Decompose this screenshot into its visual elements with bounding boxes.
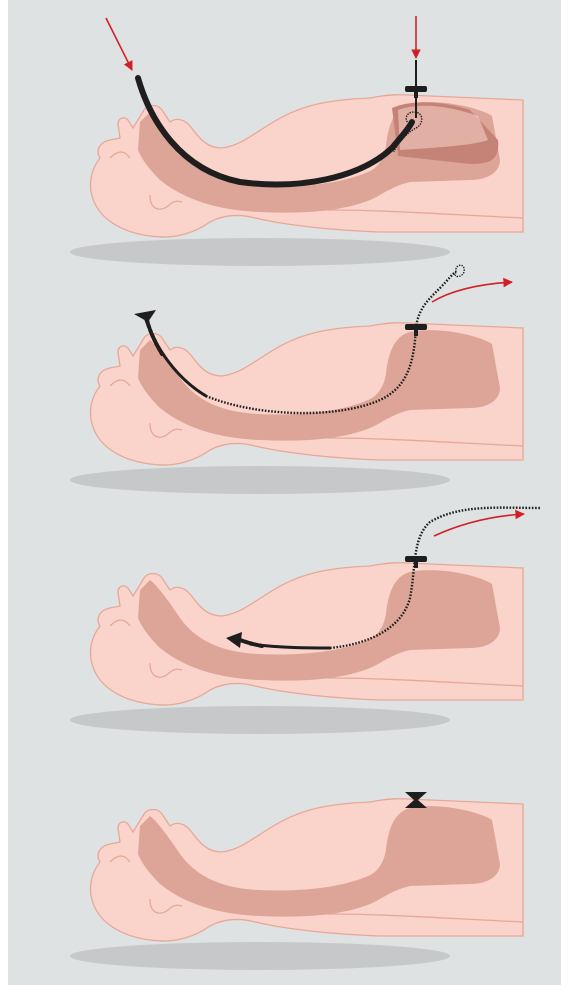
peg-procedure-figure — [0, 0, 569, 985]
